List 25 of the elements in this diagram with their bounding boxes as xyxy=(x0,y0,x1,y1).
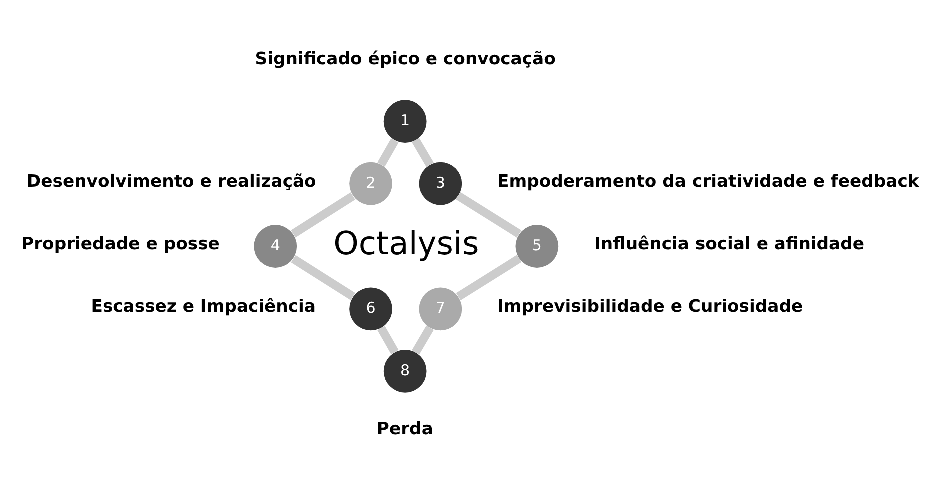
connector xyxy=(412,326,434,355)
node-label: Desenvolvimento e realização xyxy=(26,172,316,192)
node-circle: 4 xyxy=(254,225,298,268)
connector xyxy=(291,255,356,300)
connector xyxy=(456,192,522,238)
connector xyxy=(378,326,399,354)
node-circle: 7 xyxy=(419,288,462,331)
node-label: Propriedade e posse xyxy=(22,234,220,254)
node-label: Significado épico e convocação xyxy=(255,50,556,70)
node-circle: 2 xyxy=(350,162,392,206)
node-circle: 6 xyxy=(350,288,392,331)
connector xyxy=(378,138,399,167)
node-circle: 1 xyxy=(384,100,427,144)
label: Octalysis xyxy=(334,224,480,263)
connector xyxy=(456,255,522,301)
connector xyxy=(412,138,434,168)
node-label: Perda xyxy=(376,419,434,440)
node-label: Influência social e afinidade xyxy=(594,234,865,254)
node-circle: 3 xyxy=(419,162,462,206)
node-label: Imprevisibilidade e Curiosidade xyxy=(498,297,804,318)
node-circle: 5 xyxy=(516,225,559,268)
node-circle: 8 xyxy=(384,350,427,393)
connector xyxy=(291,192,356,238)
node-label: Escassez e Impaciência xyxy=(91,297,316,318)
node-label: Empoderamento da criatividade e feedback xyxy=(498,172,920,192)
